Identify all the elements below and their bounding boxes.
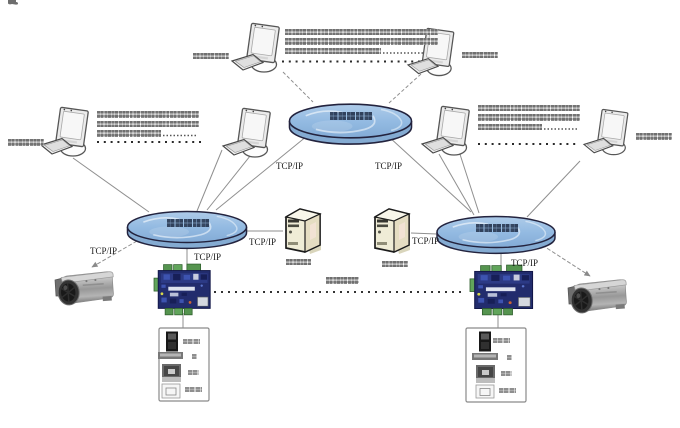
- svg-text:TCP/IP: TCP/IP: [249, 237, 276, 247]
- svg-text:TCP/IP: TCP/IP: [276, 161, 303, 171]
- svg-text:TCP/IP: TCP/IP: [194, 252, 221, 262]
- svg-text:TCP/IP: TCP/IP: [90, 246, 117, 256]
- svg-text:TCP/IP: TCP/IP: [412, 236, 439, 246]
- svg-text:TCP/IP: TCP/IP: [375, 161, 402, 171]
- svg-text:TCP/IP: TCP/IP: [511, 258, 538, 268]
